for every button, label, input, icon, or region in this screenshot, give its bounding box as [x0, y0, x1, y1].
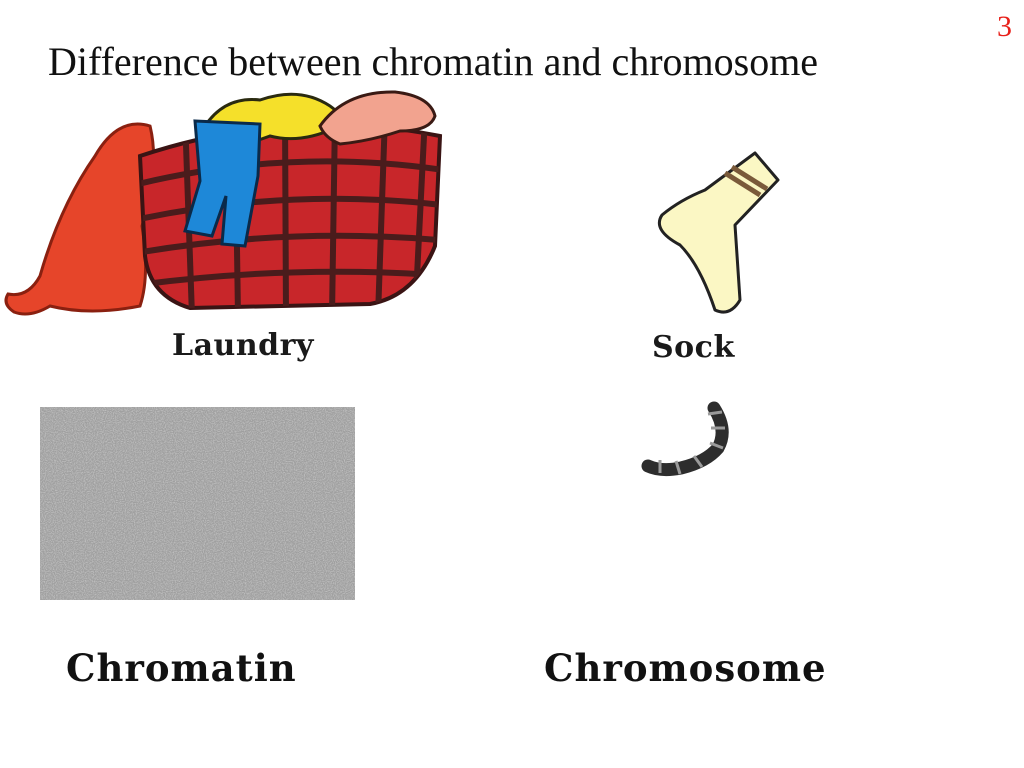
- slide-number: 3: [997, 10, 1012, 43]
- chromatin-label: Chromatin: [66, 646, 297, 690]
- sock-icon: [657, 151, 780, 314]
- laundry-basket-icon: [4, 90, 443, 316]
- chromosome-icon: [641, 401, 729, 477]
- laundry-bag: [4, 122, 156, 316]
- slide-title: Difference between chromatin and chromos…: [48, 39, 819, 84]
- sock-shape: [657, 151, 780, 314]
- sock-label: Sock: [652, 330, 735, 365]
- chromatin-texture: [40, 407, 355, 600]
- sock-stripe-1: [723, 170, 762, 198]
- pink-towel: [318, 90, 437, 146]
- chromosome-label: Chromosome: [544, 646, 827, 690]
- laundry-label: Laundry: [172, 328, 314, 363]
- blue-pants: [183, 119, 262, 248]
- sock-stripe-2: [730, 164, 769, 192]
